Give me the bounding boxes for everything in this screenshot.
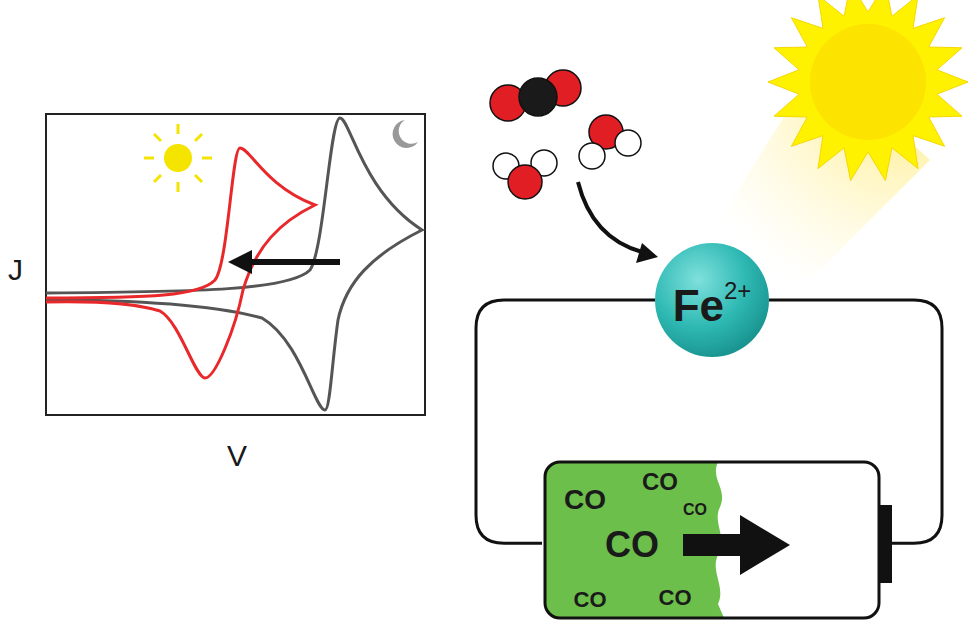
axis-label: V [227, 439, 247, 473]
co-molecule-label: CO [574, 587, 607, 613]
element-symbol: Fe [673, 281, 724, 330]
ion-label: Fe2+ [673, 281, 752, 331]
battery: COCOCOCOCOCO [542, 459, 892, 621]
circuit-wire [769, 300, 942, 543]
co-molecule-label: CO [683, 501, 707, 519]
co-molecule-label: CO [642, 468, 678, 496]
co-molecule-label: CO [659, 585, 692, 611]
plot-frame [46, 114, 425, 415]
reaction-arrow [578, 182, 642, 252]
shift-arrow [248, 259, 340, 265]
charge-superscript: 2+ [724, 277, 751, 304]
moon-icon [393, 120, 418, 148]
shift-arrow-head [228, 250, 252, 274]
reaction-arrow-head [636, 243, 658, 263]
sun-icon [144, 124, 212, 192]
axis-label: J [8, 253, 23, 287]
co-molecule-label: CO [564, 484, 606, 516]
dark-cv-curve [46, 118, 422, 410]
molecules [490, 70, 641, 199]
iron-ion-circle: Fe2+ [655, 243, 769, 357]
co-molecule-label: CO [605, 524, 659, 566]
sun [768, 0, 968, 181]
